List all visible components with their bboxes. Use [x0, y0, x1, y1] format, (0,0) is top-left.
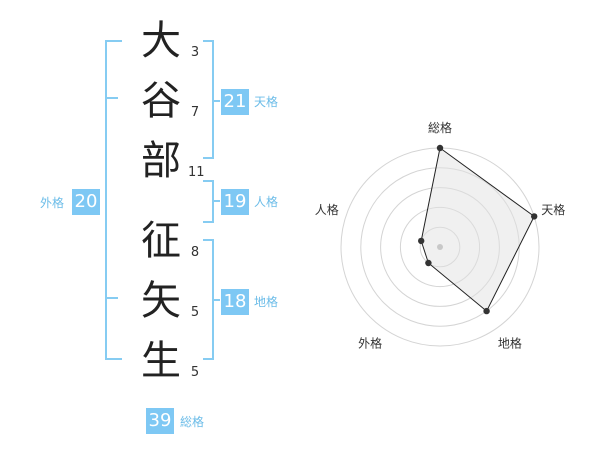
stroke-count-4: 8 — [190, 245, 200, 260]
soukaku-value-badge: 39 — [146, 408, 174, 434]
radar-axis-label-4: 外格 — [358, 335, 382, 350]
radar-axis-label-2: 天格 — [541, 202, 565, 217]
name-char-1: 大 — [141, 18, 181, 64]
name-char-3: 部 — [141, 138, 181, 184]
stroke-count-5: 5 — [190, 305, 200, 320]
tenkaku-value-badge: 21 — [221, 89, 249, 115]
gaikaku-value-badge: 20 — [72, 189, 100, 215]
chikaku-value-badge: 18 — [221, 289, 249, 315]
radar-point-4 — [425, 259, 432, 267]
stroke-count-3: 11 — [188, 165, 205, 180]
name-char-2: 谷 — [141, 78, 181, 124]
radar-point-5 — [418, 237, 425, 245]
stroke-count-1: 3 — [190, 45, 200, 60]
radar-point-2 — [531, 213, 538, 220]
name-char-5: 矢 — [141, 278, 181, 324]
radar-area — [420, 147, 535, 312]
soukaku-label: 総格 — [180, 415, 205, 429]
radar-points — [418, 144, 538, 315]
stroke-count-2: 7 — [190, 105, 200, 120]
radar-axis-label-5: 人格 — [315, 202, 339, 217]
radar-axis-label-3: 地格 — [498, 335, 522, 350]
stroke-count-6: 5 — [190, 365, 200, 380]
name-char-6: 生 — [141, 338, 181, 384]
tenkaku-label: 天格 — [254, 95, 279, 109]
radar-center-dot — [437, 244, 443, 250]
jinkaku-value-badge: 19 — [221, 189, 249, 215]
radar-point-1 — [436, 144, 444, 152]
jinkaku-label: 人格 — [254, 195, 279, 209]
chikaku-label: 地格 — [254, 295, 279, 309]
gaikaku-label: 外格 — [40, 196, 65, 210]
radar-point-3 — [483, 307, 490, 315]
name-char-4: 征 — [141, 218, 181, 264]
radar-axis-label-1: 総格 — [428, 120, 452, 135]
